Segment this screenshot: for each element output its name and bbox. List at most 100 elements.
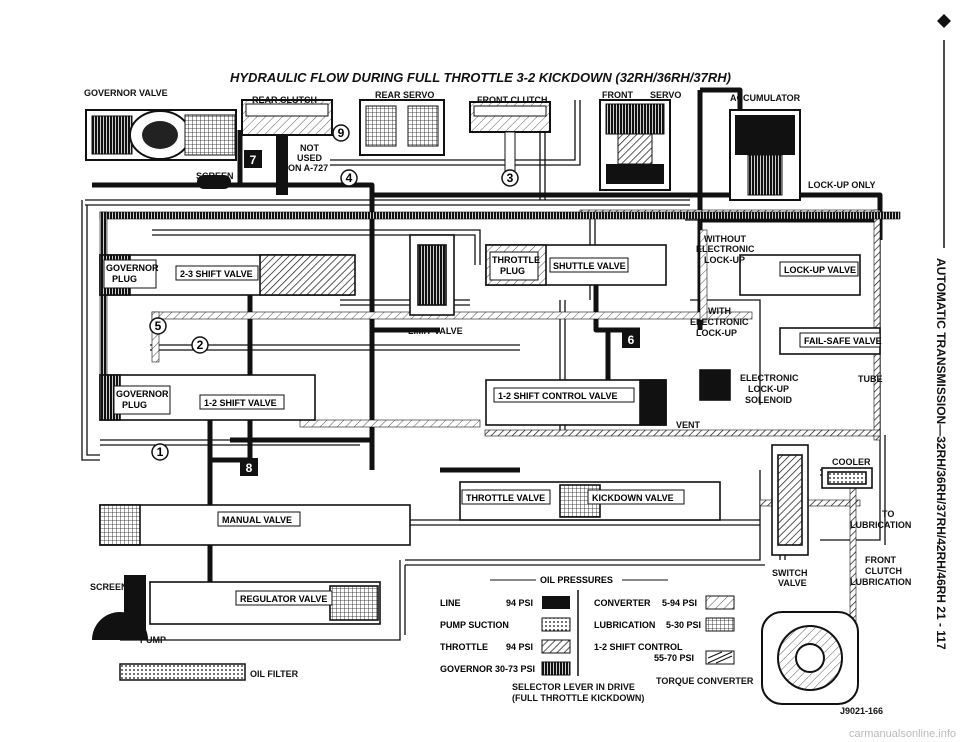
label-not-used-1: NOT xyxy=(300,143,320,153)
component-labels: GOVERNOR VALVE REAR CLUTCH REAR SERVO FR… xyxy=(84,88,911,716)
front-clutch xyxy=(469,101,551,173)
label-switch-b: VALVE xyxy=(778,578,807,588)
svg-text:6: 6 xyxy=(628,333,635,347)
label-switch-a: SWITCH xyxy=(772,568,808,578)
svg-text:8: 8 xyxy=(246,461,253,475)
legend-throttle-val: 94 PSI xyxy=(506,642,533,652)
svg-text:9: 9 xyxy=(338,126,345,140)
governor-passage-left xyxy=(99,211,108,393)
side-title: AUTOMATIC TRANSMISSION—32RH/36RH/37RH/42… xyxy=(934,258,948,650)
label-front-servo-b: SERVO xyxy=(650,90,681,100)
oil-pressure-legend: OIL PRESSURES LINE 94 PSI PUMP SUCTION T… xyxy=(440,575,735,676)
label-governor-plug-1b: PLUG xyxy=(112,274,137,284)
legend-pump-swatch xyxy=(541,617,571,632)
label-shuttle-valve: SHUTTLE VALVE xyxy=(553,261,626,271)
marker-6: 6 xyxy=(622,330,640,348)
legend-governor: GOVERNOR 30-73 PSI xyxy=(440,664,535,674)
label-to-lub-b: LUBRICATION xyxy=(850,520,911,530)
label-front-lub-b: CLUTCH xyxy=(865,566,902,576)
label-screen-top: SCREEN xyxy=(196,171,234,181)
svg-text:1: 1 xyxy=(157,445,164,459)
legend-line: LINE xyxy=(440,598,461,608)
label-solenoid-b: LOCK-UP xyxy=(748,384,789,394)
rear-clutch xyxy=(241,99,333,195)
label-without-c: LOCK-UP xyxy=(704,255,745,265)
label-governor-plug-2a: GOVERNOR xyxy=(116,389,169,399)
svg-text:3: 3 xyxy=(507,171,514,185)
label-screen-bottom: SCREEN xyxy=(90,582,128,592)
label-failsafe-valve: FAIL-SAFE VALVE xyxy=(804,336,882,346)
legend-converter: CONVERTER xyxy=(594,598,651,608)
legend-pump-suction: PUMP SUCTION xyxy=(440,620,509,630)
svg-text:2: 2 xyxy=(197,338,204,352)
svg-text:5: 5 xyxy=(155,319,162,333)
svg-text:7: 7 xyxy=(250,153,257,167)
legend-throttle: THROTTLE xyxy=(440,642,488,652)
legend-converter-swatch xyxy=(705,595,735,610)
label-throttle-plug-b: PLUG xyxy=(500,266,525,276)
marker-7: 7 xyxy=(244,150,262,168)
label-torque-converter: TORQUE CONVERTER xyxy=(656,676,754,686)
diagram-title: HYDRAULIC FLOW DURING FULL THROTTLE 3-2 … xyxy=(230,70,731,85)
label-front-servo-a: FRONT xyxy=(602,90,633,100)
label-without-a: WITHOUT xyxy=(704,234,746,244)
label-with-a: WITH xyxy=(708,306,731,316)
label-shift-12: 1-2 SHIFT VALVE xyxy=(204,398,277,408)
label-with-c: LOCK-UP xyxy=(696,328,737,338)
label-shift-control: 1-2 SHIFT CONTROL VALVE xyxy=(498,391,618,401)
label-oil-filter: OIL FILTER xyxy=(250,669,299,679)
label-cooler: COOLER xyxy=(832,457,871,467)
label-governor-plug-1a: GOVERNOR xyxy=(106,263,159,273)
legend-lubrication-swatch xyxy=(705,617,735,632)
legend-governor-swatch xyxy=(541,661,571,676)
label-regulator-valve: REGULATOR VALVE xyxy=(240,594,327,604)
valve-labels: GOVERNOR PLUG 2-3 SHIFT VALVE THROTTLE P… xyxy=(103,251,882,606)
numbered-markers: 9 7 4 3 5 2 6 1 8 xyxy=(149,124,640,476)
label-throttle-plug-a: THROTTLE xyxy=(492,255,540,265)
front-servo xyxy=(599,99,671,191)
label-rear-servo: REAR SERVO xyxy=(375,90,434,100)
label-front-lub-c: LUBRICATION xyxy=(850,577,911,587)
label-lockup-only: LOCK-UP ONLY xyxy=(808,180,876,190)
label-manual-valve: MANUAL VALVE xyxy=(222,515,292,525)
marker-8: 8 xyxy=(240,458,258,476)
legend-shift-control: 1-2 SHIFT CONTROL xyxy=(594,642,683,652)
label-rear-clutch: REAR CLUTCH xyxy=(252,95,317,105)
label-to-lub-a: TO xyxy=(882,509,894,519)
label-accumulator: ACCUMULATOR xyxy=(730,93,801,103)
marker-9: 9 xyxy=(332,124,350,142)
pump xyxy=(92,575,148,640)
label-solenoid-a: ELECTRONIC xyxy=(740,373,799,383)
label-front-lub-a: FRONT xyxy=(865,555,896,565)
marker-1: 1 xyxy=(151,443,169,461)
legend-lubrication: LUBRICATION xyxy=(594,620,655,630)
legend-throttle-swatch xyxy=(541,639,571,654)
legend-line-swatch xyxy=(542,596,570,609)
label-shift-23: 2-3 SHIFT VALVE xyxy=(180,269,253,279)
label-without-b: ELECTRONIC xyxy=(696,244,755,254)
label-limit-valve: LIMIT VALVE xyxy=(408,326,463,336)
legend-lubrication-val: 5-30 PSI xyxy=(666,620,701,630)
watermark: carmanualsonline.info xyxy=(848,728,956,740)
label-selector-a: SELECTOR LEVER IN DRIVE xyxy=(512,682,635,692)
rear-servo xyxy=(359,99,445,156)
label-kickdown-valve: KICKDOWN VALVE xyxy=(592,493,674,503)
marker-4: 4 xyxy=(340,169,358,187)
label-throttle-valve: THROTTLE VALVE xyxy=(466,493,545,503)
label-pump: PUMP xyxy=(140,635,166,645)
label-not-used-2: USED xyxy=(297,153,323,163)
label-governor-plug-2b: PLUG xyxy=(122,400,147,410)
label-front-clutch: FRONT CLUTCH xyxy=(477,95,548,105)
svg-text:4: 4 xyxy=(346,171,353,185)
right-margin: AUTOMATIC TRANSMISSION—32RH/36RH/37RH/42… xyxy=(934,14,951,650)
label-with-b: ELECTRONIC xyxy=(690,317,749,327)
label-solenoid-c: SOLENOID xyxy=(745,395,793,405)
label-tube: TUBE xyxy=(858,374,883,384)
oil-filter xyxy=(119,663,246,681)
legend-shift-control-val: 55-70 PSI xyxy=(654,653,694,663)
marker-2: 2 xyxy=(191,336,209,354)
accumulator xyxy=(729,109,801,201)
governor-passage xyxy=(99,211,901,220)
marker-5: 5 xyxy=(149,317,167,335)
